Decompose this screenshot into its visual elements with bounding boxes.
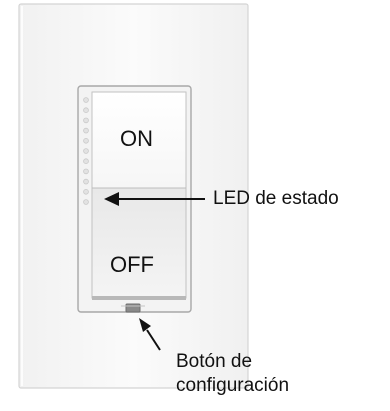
on-label: ON [120,126,153,151]
led-callout-arrow [104,192,205,206]
config-button[interactable] [125,303,141,313]
off-label: OFF [110,252,154,277]
led-dot [83,148,89,154]
led-dot [83,117,89,124]
config-button-label-line2: configuración [176,375,290,396]
config-button-label-line1: Botón de [176,351,253,372]
led-dot [83,127,89,134]
rocker-paddle[interactable] [91,91,187,300]
led-dot [83,199,89,205]
config-callout-arrow [139,318,161,351]
led-dot [83,97,89,103]
led-dot [83,178,89,185]
led-dot [83,168,89,175]
led-dot [83,138,89,144]
led-dot [83,158,89,165]
led-dot [83,107,89,113]
led-status-indicator [83,97,89,205]
led-status-label: LED de estado [213,188,339,209]
led-dot [83,189,89,195]
